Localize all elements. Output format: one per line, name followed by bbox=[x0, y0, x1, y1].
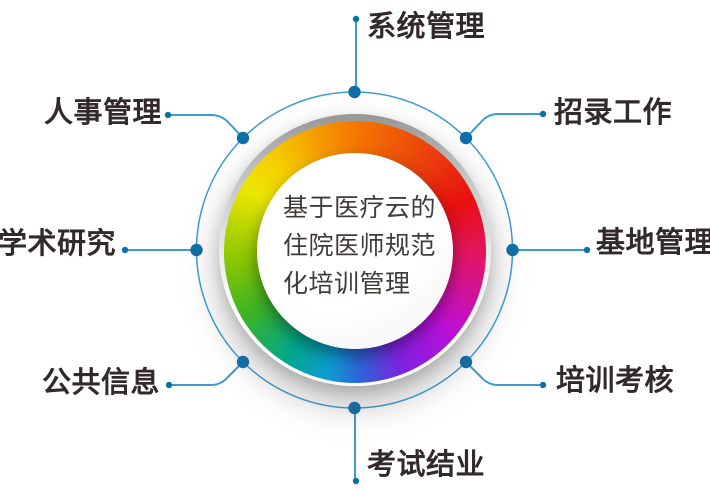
center-title: 基于医疗云的 住院医师规范 化培训管理 bbox=[283, 189, 436, 303]
end-dot-bottom-left bbox=[165, 381, 173, 389]
end-dot-top-right bbox=[539, 110, 547, 118]
center-title-line-3: 化培训管理 bbox=[283, 270, 411, 298]
end-dot-top-left bbox=[164, 111, 172, 119]
connector-bottom-left bbox=[169, 361, 244, 386]
center-title-line-1: 基于医疗云的 bbox=[283, 194, 437, 222]
node-label-training-assessment: 培训考核 bbox=[556, 365, 675, 397]
center-title-line-2: 住院医师规范 bbox=[283, 232, 437, 260]
node-label-academic-research: 学术研究 bbox=[0, 228, 117, 260]
node-label-personnel-management: 人事管理 bbox=[44, 97, 163, 129]
hub-dot-top-left bbox=[236, 131, 250, 145]
node-label-exam-completion: 考试结业 bbox=[367, 449, 486, 481]
hub-dot-bottom bbox=[348, 401, 361, 415]
node-label-recruitment-work: 招录工作 bbox=[554, 97, 673, 129]
end-dot-top bbox=[352, 15, 360, 23]
end-dot-right bbox=[583, 246, 591, 254]
end-dot-left bbox=[121, 246, 129, 254]
node-label-system-management: 系统管理 bbox=[367, 11, 486, 43]
hub-dot-left bbox=[190, 243, 203, 257]
hub-dot-top bbox=[348, 85, 361, 99]
center-circle: 基于医疗云的 住院医师规范 化培训管理 bbox=[257, 153, 453, 349]
hub-dot-top-right bbox=[459, 131, 473, 145]
end-dot-bottom bbox=[352, 477, 360, 485]
hub-dot-bottom-left bbox=[236, 355, 250, 369]
hub-dot-bottom-right bbox=[459, 355, 473, 369]
node-label-base-management: 基地管理 bbox=[596, 227, 710, 259]
connector-bottom-right bbox=[465, 361, 543, 386]
hub-dot-right bbox=[506, 243, 519, 257]
connector-top-left bbox=[168, 114, 244, 139]
connector-top-right bbox=[465, 113, 543, 139]
end-dot-bottom-right bbox=[539, 381, 547, 389]
node-label-public-information: 公共信息 bbox=[42, 367, 161, 399]
